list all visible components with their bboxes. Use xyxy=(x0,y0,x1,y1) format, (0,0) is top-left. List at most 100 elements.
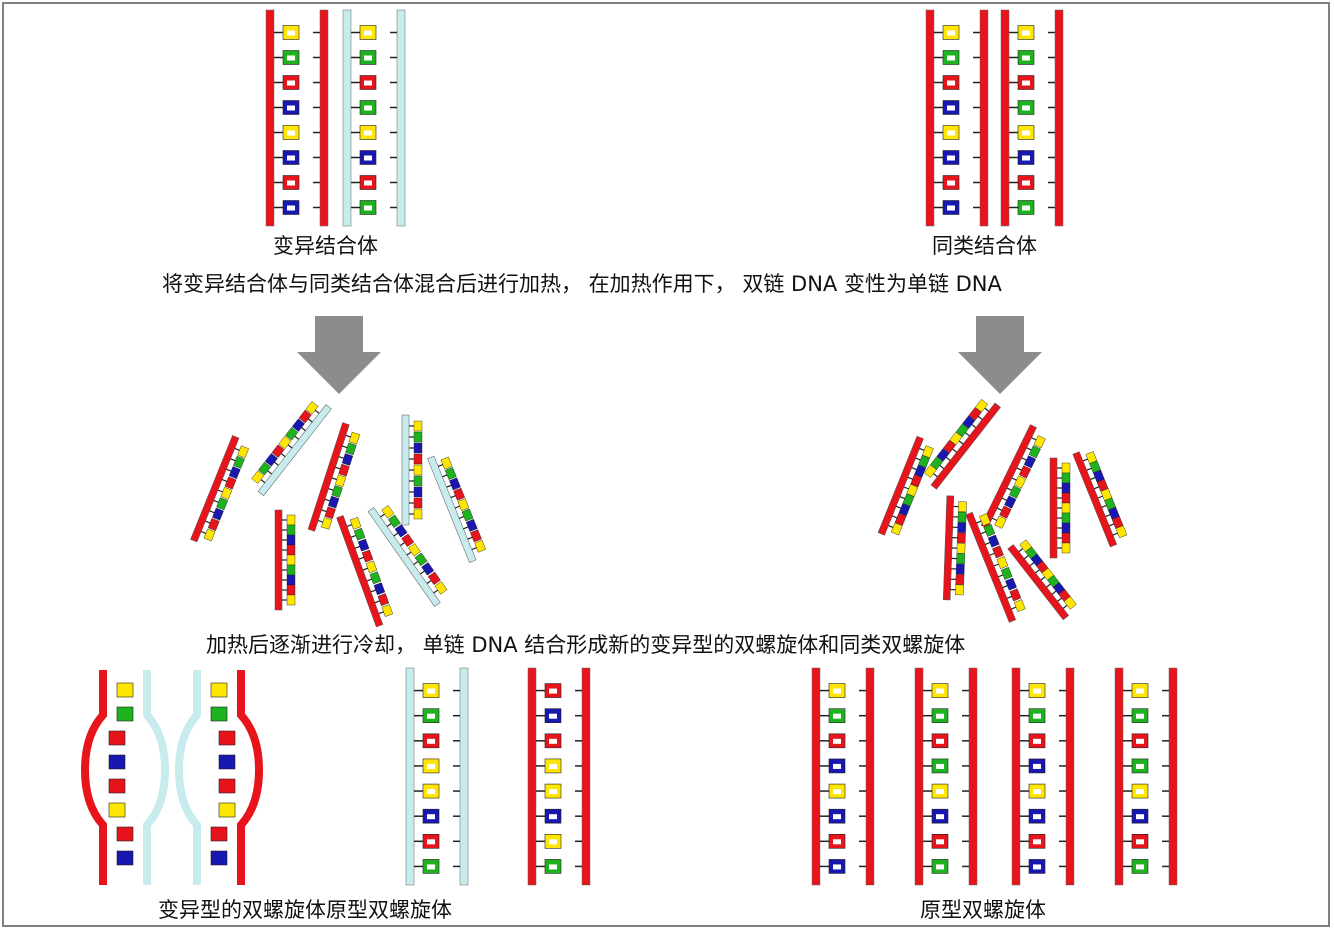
base-notch xyxy=(287,130,295,136)
backbone-strand xyxy=(1114,667,1124,886)
base-block xyxy=(251,470,265,484)
base-notch xyxy=(287,180,295,186)
base-block xyxy=(1033,435,1046,449)
base-block xyxy=(338,463,350,477)
base-notch xyxy=(947,30,955,36)
base-notch xyxy=(947,155,955,161)
base-notch xyxy=(1033,738,1041,744)
base-block xyxy=(461,508,474,522)
base-block xyxy=(286,584,296,596)
base-block xyxy=(116,682,134,698)
base-block xyxy=(413,486,423,498)
base-block xyxy=(983,523,996,537)
base-block xyxy=(1061,482,1071,494)
base-block xyxy=(108,802,126,818)
base-block xyxy=(237,445,249,459)
base-block xyxy=(1000,566,1013,580)
base-block xyxy=(224,476,237,490)
base-notch xyxy=(549,814,557,820)
base-block xyxy=(898,503,911,517)
single-strand xyxy=(1049,457,1071,559)
base-block xyxy=(365,560,378,574)
base-notch xyxy=(427,713,435,719)
base-block xyxy=(992,545,1004,559)
base-block xyxy=(413,497,423,509)
single-strand xyxy=(427,455,486,563)
base-block xyxy=(1005,577,1017,591)
base-notch xyxy=(1136,713,1144,719)
base-block xyxy=(216,497,228,511)
process-arrows xyxy=(297,316,1042,394)
base-notch xyxy=(833,864,841,870)
base-block xyxy=(321,517,333,530)
single-strand xyxy=(942,495,967,601)
single-strand xyxy=(965,511,1026,623)
base-block xyxy=(434,581,448,595)
base-block xyxy=(955,423,969,437)
base-notch xyxy=(1022,180,1030,186)
base-block xyxy=(413,420,423,432)
base-block xyxy=(348,431,361,445)
base-notch xyxy=(936,864,944,870)
base-notch xyxy=(549,688,557,694)
base-notch xyxy=(364,105,372,111)
base-block xyxy=(955,584,964,596)
base-block xyxy=(440,456,453,470)
base-block xyxy=(427,571,441,586)
single-strand xyxy=(923,398,1001,490)
base-block xyxy=(1023,455,1036,469)
base-notch xyxy=(936,763,944,769)
dna-double-helix xyxy=(405,667,469,886)
base-notch xyxy=(287,155,295,161)
base-notch xyxy=(936,688,944,694)
base-block xyxy=(1013,599,1026,613)
base-block xyxy=(1014,475,1027,489)
base-block xyxy=(353,527,366,541)
variant-mismatch-duplex xyxy=(174,670,264,885)
base-notch xyxy=(833,713,841,719)
base-notch xyxy=(1022,105,1030,111)
base-block xyxy=(258,461,272,476)
base-block xyxy=(457,498,470,512)
base-block xyxy=(210,706,228,722)
base-notch xyxy=(1136,738,1144,744)
single-strand xyxy=(307,422,361,532)
base-notch xyxy=(1136,814,1144,820)
backbone-strand xyxy=(274,509,283,611)
base-block xyxy=(922,445,934,459)
base-notch xyxy=(833,839,841,845)
base-block xyxy=(210,826,228,842)
base-block xyxy=(957,511,967,523)
base-block xyxy=(1028,445,1041,459)
base-block xyxy=(444,467,457,480)
base-block xyxy=(108,778,126,794)
base-block xyxy=(1061,492,1071,504)
base-block xyxy=(474,539,486,553)
base-notch xyxy=(364,55,372,61)
base-block xyxy=(930,456,944,470)
base-block xyxy=(210,682,228,698)
single-strand xyxy=(251,401,332,497)
base-notch xyxy=(936,839,944,845)
backbone-strand xyxy=(811,667,821,886)
single-strand xyxy=(1007,539,1077,621)
base-notch xyxy=(287,80,295,86)
base-block xyxy=(962,415,976,429)
base-block xyxy=(1061,472,1071,484)
base-block xyxy=(207,518,220,531)
base-block xyxy=(958,501,967,513)
dna-double-helix xyxy=(914,667,978,886)
backbone-strand xyxy=(930,402,1001,490)
base-block xyxy=(349,516,362,530)
backbone-strand xyxy=(143,670,170,885)
base-block xyxy=(955,563,965,575)
base-block xyxy=(957,522,967,533)
backbone-strand xyxy=(257,404,332,497)
base-block xyxy=(328,495,340,509)
base-notch xyxy=(1033,839,1041,845)
base-block xyxy=(1063,596,1077,610)
base-notch xyxy=(1033,864,1041,870)
base-notch xyxy=(1136,789,1144,795)
